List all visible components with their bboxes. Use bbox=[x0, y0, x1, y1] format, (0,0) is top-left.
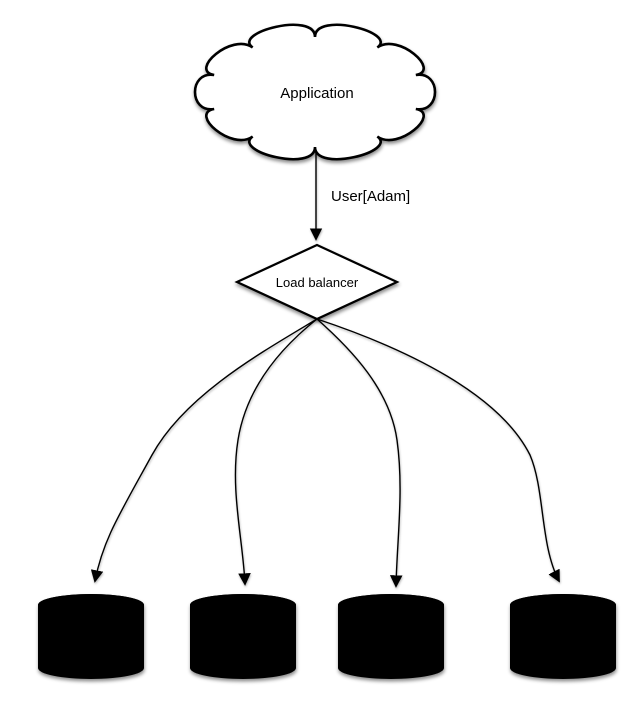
application-cloud-shape bbox=[193, 23, 437, 161]
load-balancer-diamond-shape bbox=[234, 243, 400, 321]
shard-cylinder-a-c bbox=[38, 594, 144, 679]
shard-cylinder-g-i bbox=[338, 594, 444, 679]
edge-load-balancer-to-shard-g-i bbox=[316, 318, 403, 588]
shard-label-d-f: User [D-F] bbox=[213, 633, 273, 648]
shard-label-x-y: User [X-Y] bbox=[533, 633, 593, 648]
application-label: Application bbox=[280, 85, 353, 102]
shard-cylinder-x-y bbox=[510, 594, 616, 679]
edge-label-user-adam: User[Adam] bbox=[331, 188, 410, 205]
edge-load-balancer-to-shard-d-f bbox=[234, 318, 318, 586]
load-balancer-label: Load balancer bbox=[276, 275, 359, 290]
edge-load-balancer-to-shard-a-c bbox=[90, 318, 318, 583]
shard-cylinder-d-f bbox=[190, 594, 296, 679]
shard-label-g-i: User [G-I] bbox=[363, 633, 419, 648]
edge-load-balancer-to-shard-x-y bbox=[316, 318, 560, 583]
shard-label-a-c: User [A-C] bbox=[61, 633, 122, 648]
